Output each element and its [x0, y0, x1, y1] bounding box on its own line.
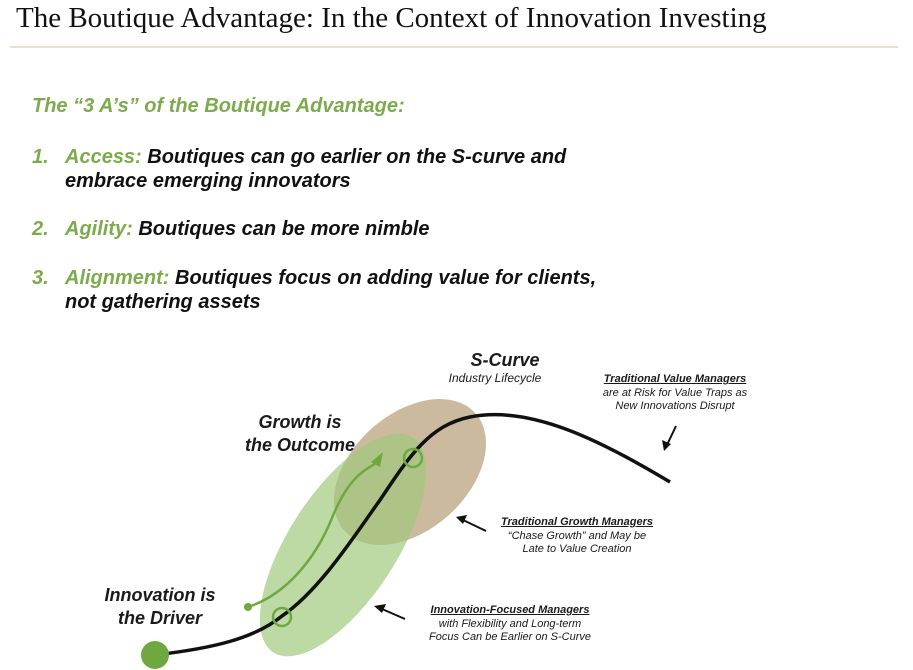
point-keyword: Alignment: [65, 267, 170, 289]
start-dot [141, 641, 169, 669]
innovation-label-line2: the Driver [117, 608, 203, 628]
callout-line: Late to Value Creation [522, 543, 632, 555]
point-text: Boutiques focus on adding value for clie… [65, 267, 597, 313]
growth-pointer-head [456, 515, 467, 524]
point-keyword: Agility: [65, 218, 133, 240]
callout-title: Traditional Growth Managers [501, 516, 653, 528]
callout-line: are at Risk for Value Traps as [602, 386, 748, 399]
arrow-start-dot [244, 603, 252, 611]
value-pointer-line [666, 425, 677, 446]
callout-line: with Flexibility and Long-term [438, 617, 582, 630]
innovation-marker [271, 606, 293, 628]
innovation-managers-callout: Innovation-Focused Managers with Flexibi… [405, 604, 615, 645]
growth-managers-callout: Traditional Growth Managers “Chase Growt… [472, 516, 682, 557]
growth-arrowhead [371, 452, 383, 467]
innovation-driver-label: Innovation is the Driver [80, 584, 240, 630]
s-curve-subtitle: Industry Lifecycle [448, 371, 542, 385]
point-keyword: Access: [65, 146, 142, 168]
callout-title: Traditional Value Managers [603, 373, 747, 385]
point-agility: 2. Agility: Boutiques can be more nimble [32, 217, 632, 243]
point-access: 1. Access: Boutiques can go earlier on t… [32, 145, 632, 195]
s-curve-line [154, 412, 671, 657]
growth-label-line2: the Outcome [244, 435, 355, 455]
callout-line: Focus Can be Earlier on S-Curve [428, 631, 591, 643]
subtitle: The “3 A’s” of the Boutique Advantage: [32, 95, 405, 117]
growth-outcome-label: Growth is the Outcome [225, 411, 375, 457]
point-number: 1. [32, 146, 49, 168]
innovation-label-line1: Innovation is [104, 585, 216, 605]
point-text: Boutiques can go earlier on the S-curve … [65, 146, 567, 192]
growth-pointer-line [462, 519, 487, 532]
point-alignment: 3. Alignment: Boutiques focus on adding … [32, 266, 632, 316]
point-number: 2. [32, 218, 49, 240]
callout-line: “Chase Growth” and May be [507, 529, 647, 542]
point-number: 3. [32, 267, 49, 289]
callout-title: Innovation-Focused Managers [430, 604, 590, 616]
innovation-pointer-head [374, 604, 386, 613]
growth-arrow [247, 460, 379, 609]
callout-line: New Innovations Disrupt [615, 400, 735, 412]
growth-label-line1: Growth is [258, 412, 342, 432]
innovation-pointer-line [381, 608, 406, 620]
s-curve-title: S-Curve [470, 350, 540, 370]
point-text: Boutiques can be more nimble [132, 218, 430, 240]
growth-marker [402, 447, 424, 469]
value-managers-callout: Traditional Value Managers are at Risk f… [570, 373, 780, 414]
value-pointer-head [662, 440, 671, 451]
title-divider [10, 46, 898, 48]
slide-title: The Boutique Advantage: In the Context o… [16, 2, 767, 34]
